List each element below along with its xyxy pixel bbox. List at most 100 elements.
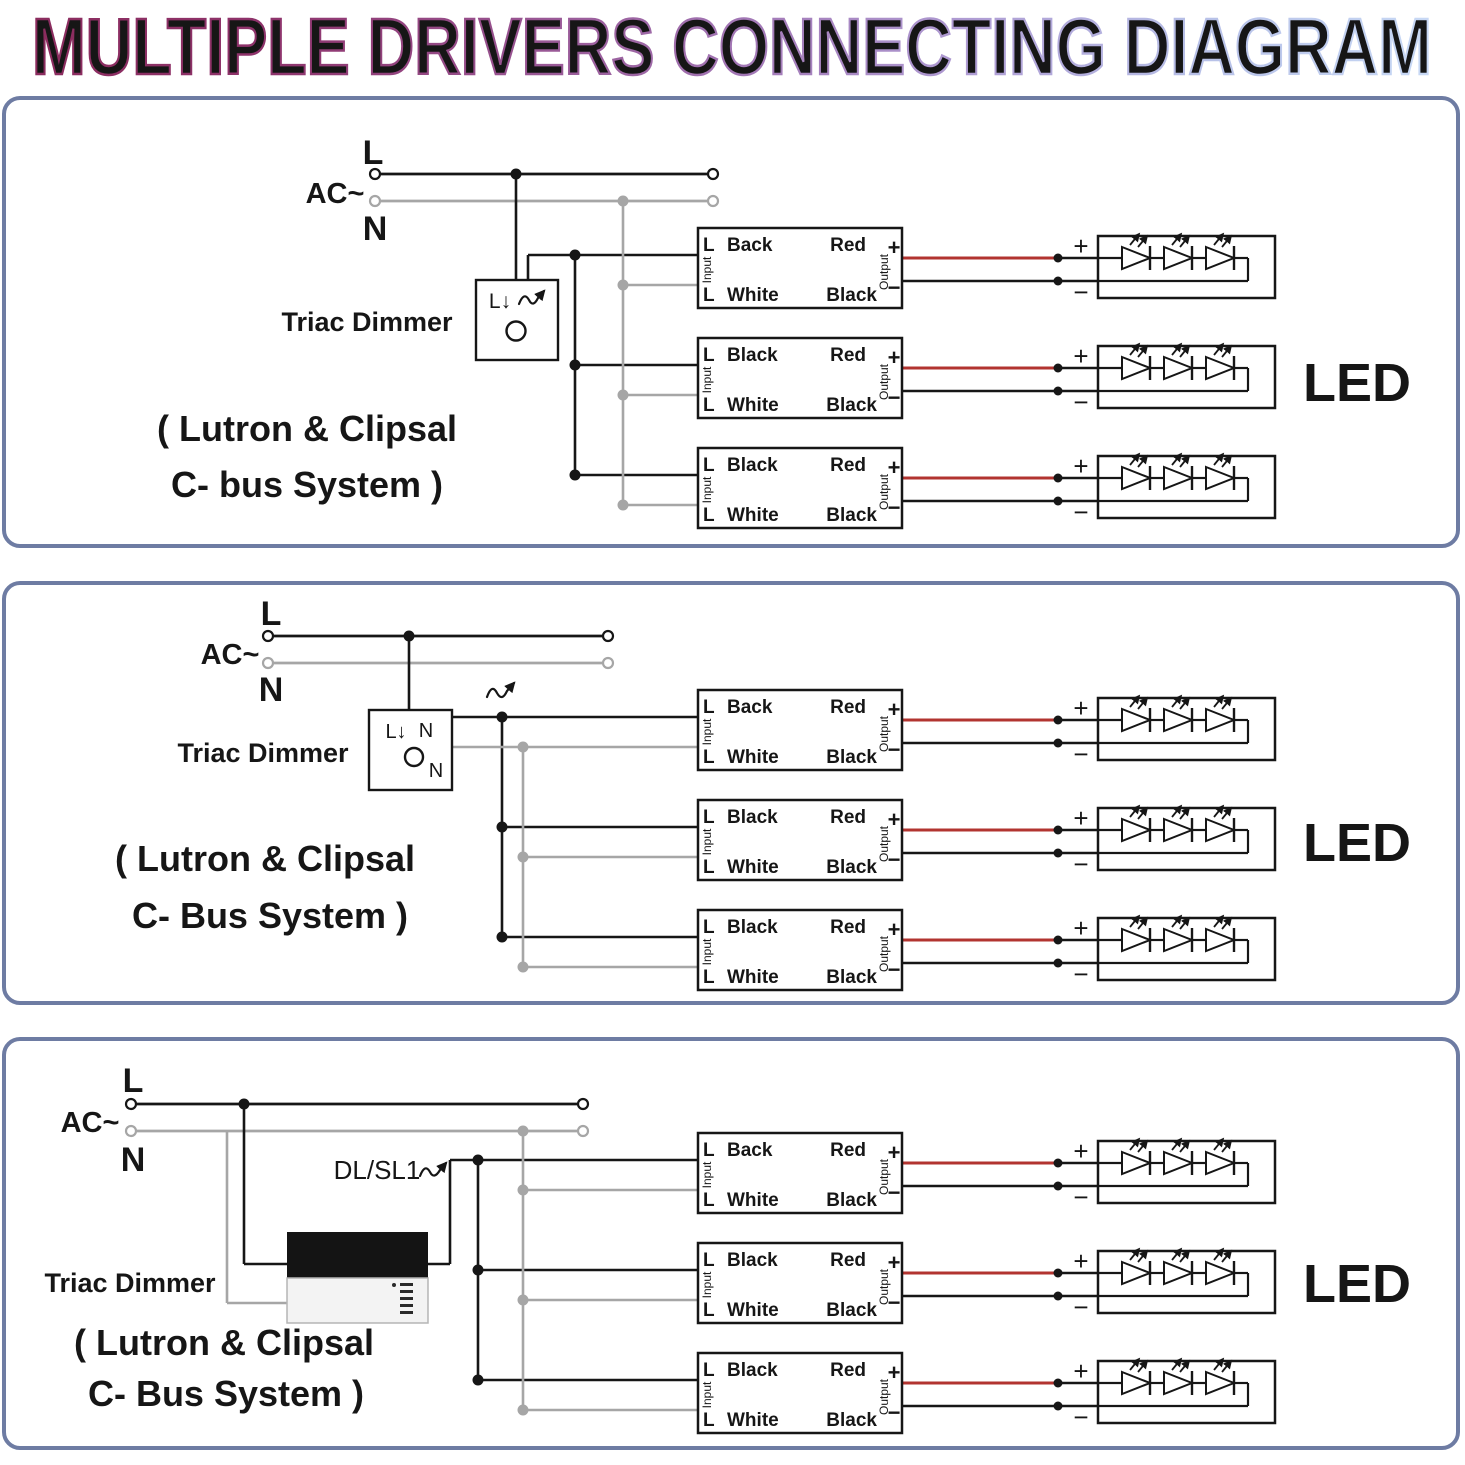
dimmer-module-top — [287, 1232, 428, 1278]
driver-output-red-label: Red — [830, 1250, 866, 1271]
emission-arrow-icon — [1171, 914, 1183, 928]
dimmer-module-terminal — [400, 1283, 413, 1286]
driver-output-side-label: Output — [877, 1268, 891, 1305]
driver-input-live-label: L — [703, 505, 715, 526]
led-plus-label: + — [1073, 1246, 1088, 1276]
driver-input-live-label: L — [703, 1250, 715, 1271]
emission-arrow-icon — [1221, 696, 1233, 710]
driver-input-bottom-label: White — [727, 285, 779, 306]
led-plus-label: + — [1073, 803, 1088, 833]
driver-output-black-label: Black — [826, 285, 877, 306]
dimmer-module-terminal — [400, 1297, 413, 1300]
emission-arrow-icon — [1137, 234, 1149, 248]
driver-input-side-label: Input — [700, 828, 714, 855]
driver-input-side-label: Input — [700, 256, 714, 283]
terminal-circle — [601, 629, 615, 643]
driver-input-live-label: L — [703, 697, 715, 718]
dimmer-module-terminal — [400, 1311, 413, 1314]
driver-input-side-label: Input — [700, 1271, 714, 1298]
junction-dot — [1053, 1378, 1063, 1388]
driver-minus-label: − — [888, 1290, 901, 1315]
diode-icon — [1121, 1370, 1153, 1396]
emission-arrow-icon — [1213, 1357, 1225, 1371]
dimmer-neutral-terminal-label: N — [429, 760, 443, 782]
driver-input-live-label: L — [703, 1410, 715, 1431]
panel-frame — [2, 96, 1460, 548]
driver-minus-label: − — [888, 847, 901, 872]
driver-output-side-label: Output — [877, 1378, 891, 1415]
emission-arrow-icon — [1137, 696, 1149, 710]
led-minus-label: − — [1073, 1402, 1088, 1432]
emission-arrow-icon — [1179, 806, 1191, 820]
emission-arrow-icon — [1179, 234, 1191, 248]
emission-arrow-icon — [1213, 804, 1225, 818]
emission-arrow-icon — [1171, 452, 1183, 466]
led-group-label: LED — [1303, 353, 1411, 413]
driver-plus-label: + — [888, 235, 901, 260]
junction-dot — [1053, 473, 1063, 483]
led-minus-label: − — [1073, 739, 1088, 769]
emission-arrow-icon — [1137, 344, 1149, 358]
diode-icon — [1121, 707, 1153, 733]
driver-input-side-label: Input — [700, 1161, 714, 1188]
live-label: L — [363, 134, 384, 172]
emission-arrow-icon — [1129, 914, 1141, 928]
diode-icon — [1163, 245, 1195, 271]
driver-minus-label: − — [888, 957, 901, 982]
emission-arrow-icon — [1129, 232, 1141, 246]
junction-dot — [1053, 276, 1063, 286]
triac-dimmer-label: Triac Dimmer — [44, 1268, 216, 1298]
emission-arrow-icon — [1179, 1359, 1191, 1373]
driver-output-black-label: Black — [826, 395, 877, 416]
driver-input-bottom-label: White — [727, 747, 779, 768]
junction-dot — [1053, 386, 1063, 396]
led-plus-label: + — [1073, 1356, 1088, 1386]
diode-icon — [1121, 465, 1153, 491]
driver-input-bottom-label: White — [727, 395, 779, 416]
driver-input-bottom-label: White — [727, 967, 779, 988]
led-plus-label: + — [1073, 913, 1088, 943]
emission-arrow-icon — [1221, 234, 1233, 248]
live-label: L — [261, 595, 282, 633]
triac-dimmer-label: Triac Dimmer — [177, 738, 349, 768]
triac-dimmer-label: Triac Dimmer — [281, 307, 453, 337]
emission-arrow-icon — [1221, 1249, 1233, 1263]
emission-arrow-icon — [1179, 1139, 1191, 1153]
ac-source-label: AC~ — [61, 1107, 120, 1139]
junction-dot — [1053, 1181, 1063, 1191]
terminal-circle — [368, 194, 382, 208]
driver-input-live-label: L — [703, 1190, 715, 1211]
driver-input-live-label: L — [703, 747, 715, 768]
dial-icon — [403, 746, 425, 768]
terminal-circle — [124, 1097, 138, 1111]
dimmer-live-terminal-label: L↓ — [489, 290, 511, 313]
driver-output-black-label: Black — [826, 1410, 877, 1431]
emission-arrow-icon — [1129, 452, 1141, 466]
emission-arrow-icon — [1137, 1139, 1149, 1153]
diode-icon — [1121, 1150, 1153, 1176]
dimmer-module-terminal — [400, 1304, 413, 1307]
driver-output-side-label: Output — [877, 253, 891, 290]
driver-minus-label: − — [888, 1180, 901, 1205]
driver-box — [696, 1131, 904, 1215]
driver-plus-label: + — [888, 807, 901, 832]
diode-icon — [1163, 927, 1195, 953]
driver-input-live-label: L — [703, 345, 715, 366]
emission-arrow-icon — [1213, 694, 1225, 708]
driver-input-side-label: Input — [700, 1381, 714, 1408]
driver-input-live-label: L — [703, 857, 715, 878]
emission-arrow-icon — [1171, 232, 1183, 246]
driver-plus-label: + — [888, 455, 901, 480]
terminal-circle — [706, 167, 720, 181]
driver-input-bottom-label: White — [727, 1410, 779, 1431]
driver-plus-label: + — [888, 1140, 901, 1165]
driver-input-live-label: L — [703, 235, 715, 256]
driver-minus-label: − — [888, 1400, 901, 1425]
driver-input-top-label: Black — [727, 917, 778, 938]
emission-arrow-icon — [1213, 914, 1225, 928]
driver-output-red-label: Red — [830, 697, 866, 718]
driver-input-live-label: L — [703, 967, 715, 988]
emission-arrow-icon — [1213, 1247, 1225, 1261]
dimmer-module-label: DL/SL1 — [334, 1155, 421, 1185]
